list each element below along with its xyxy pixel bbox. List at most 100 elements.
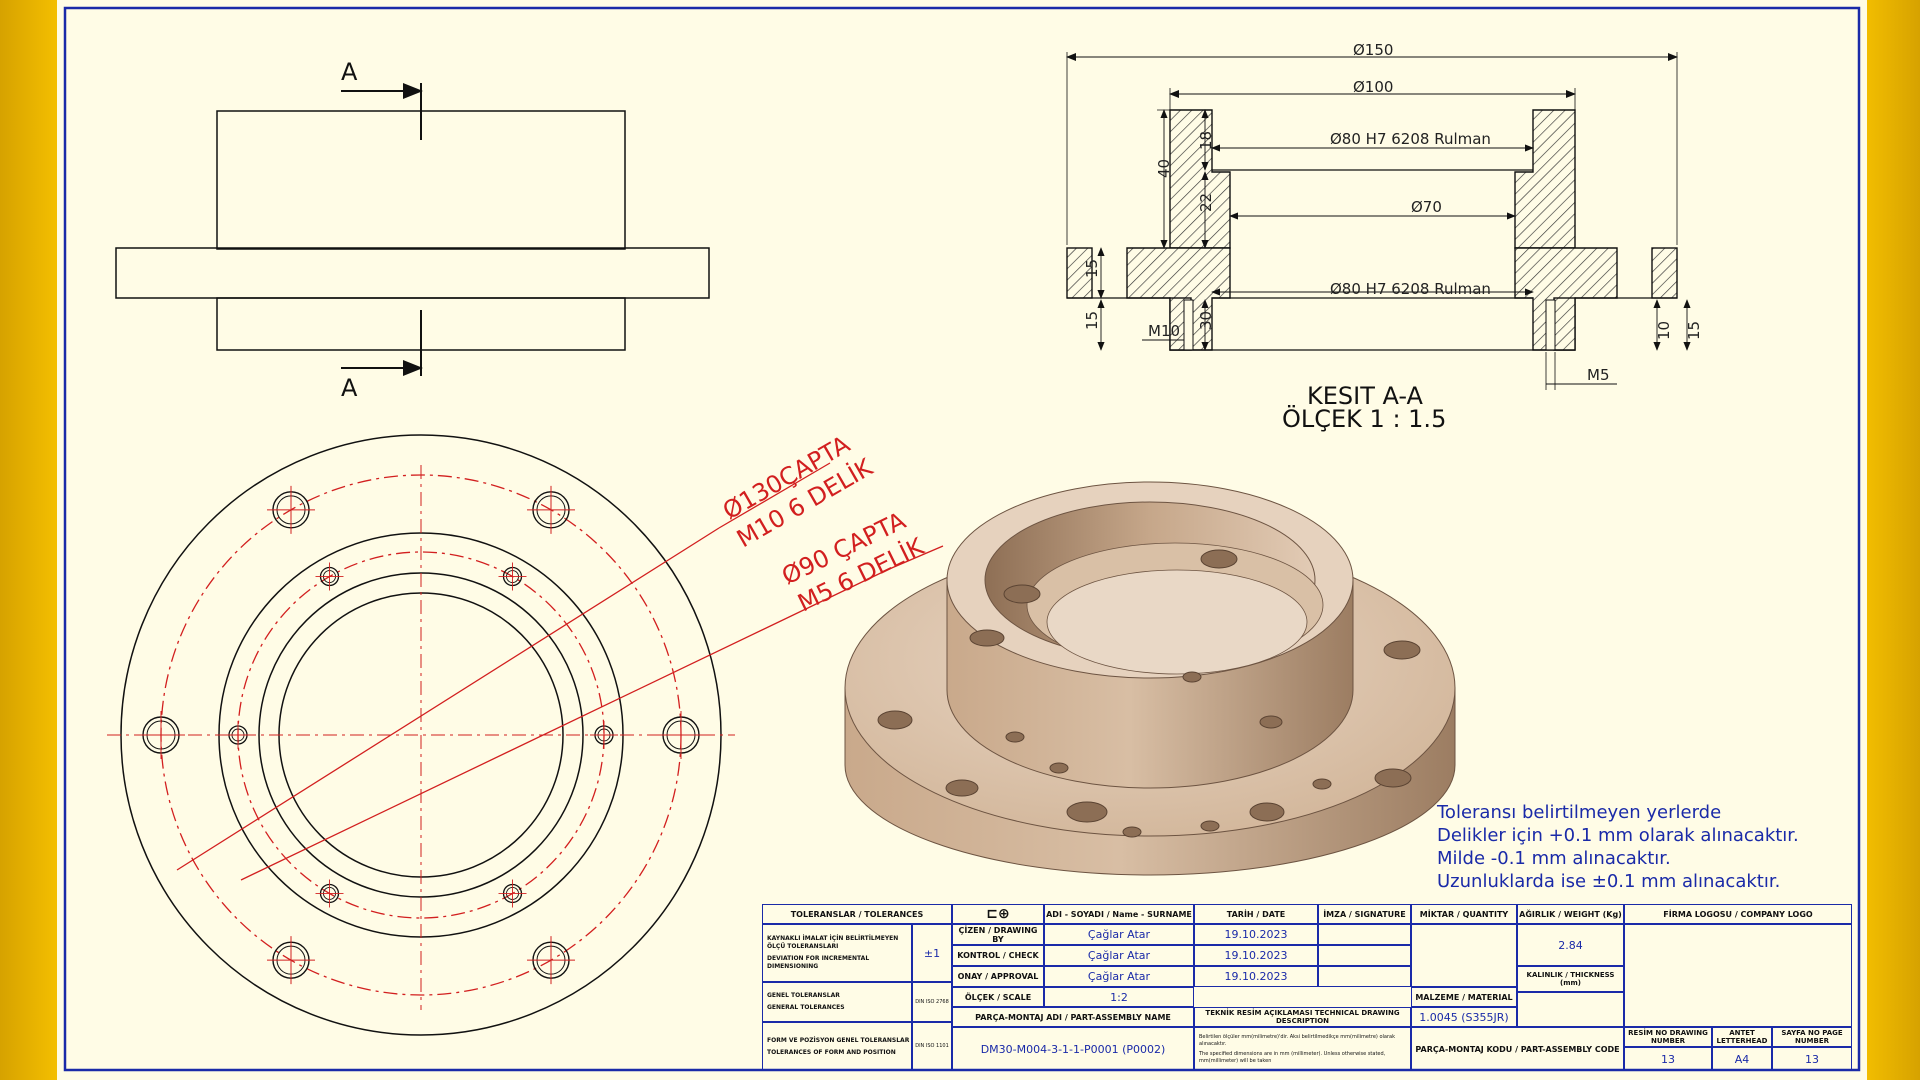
dim-h15a: 15 (1083, 259, 1101, 278)
thickness-label: KALINLIK / THICKNESS (mm) (1517, 966, 1624, 992)
isometric-3d-view (844, 481, 1456, 876)
dim-d80-bottom: Ø80 H7 6208 Rulman (1330, 280, 1491, 298)
scale-label: ÖLÇEK / SCALE (952, 987, 1044, 1007)
iso-hole (1312, 778, 1332, 790)
incremental-label: DEVIATION FOR INCREMENTAL DIMENSIONING (767, 955, 870, 970)
section-label-a-bottom: A (341, 374, 358, 402)
signature-header: İMZA / SIGNATURE (1318, 904, 1411, 924)
part-name-label: PARÇA-MONTAJ ADI / PART-ASSEMBLY NAME (952, 1007, 1194, 1027)
note-line-2: Delikler için +0.1 mm olarak alınacaktır… (1437, 825, 1799, 846)
dim-h18: 18 (1197, 131, 1215, 150)
dim-h40: 40 (1155, 159, 1173, 178)
din-1101: DIN ISO 1101 (912, 1022, 952, 1071)
quantity-value (1411, 924, 1517, 987)
dim-h15b: 15 (1083, 311, 1101, 330)
drawn-by-value: Çağlar Atar (1044, 924, 1194, 945)
dim-h15c: 15 (1685, 321, 1703, 340)
material-label: MALZEME / MATERIAL (1411, 987, 1517, 1007)
iso-hole (1005, 731, 1025, 743)
m5-bolt-holes (224, 562, 618, 908)
m5-hole (315, 879, 344, 908)
signature-drawn (1318, 924, 1411, 945)
date-drawn-value: 19.10.2023 (1194, 924, 1318, 945)
section-scale: ÖLÇEK 1 : 1.5 (1282, 404, 1446, 433)
date-checked-value: 19.10.2023 (1194, 945, 1318, 966)
section-label-a-top: A (341, 58, 358, 86)
projection-symbol-icon: ⊏⊕ (952, 904, 1044, 924)
dim-d80-top: Ø80 H7 6208 Rulman (1330, 130, 1491, 148)
check-label: KONTROL / CHECK (952, 945, 1044, 966)
signature-checked (1318, 945, 1411, 966)
signature-approved (1318, 966, 1411, 987)
quantity-header: MİKTAR / QUANTITY (1411, 904, 1517, 924)
description-en: The specified dimensions are in mm (mill… (1199, 1050, 1386, 1064)
page-number-value: 13 (1772, 1047, 1852, 1071)
dim-h22: 22 (1197, 193, 1215, 212)
m5-hole (315, 562, 344, 591)
drawing-number-value: 13 (1624, 1047, 1712, 1071)
iso-hole (969, 629, 1005, 647)
date-approved-value: 19.10.2023 (1194, 966, 1318, 987)
form-tolerance-tr: FORM VE POZİSYON GENEL TOLERANSLAR (767, 1036, 910, 1044)
scale-value: 1:2 (1044, 987, 1194, 1007)
description-label: TEKNİK RESİM AÇIKLAMASI TECHNICAL DRAWIN… (1194, 1007, 1411, 1027)
section-a-a-view: Ø150 Ø100 Ø80 H7 6208 Rulman Ø70 Ø80 H7 … (1066, 41, 1703, 433)
m10-hole (527, 936, 575, 985)
letterhead-value: A4 (1712, 1047, 1772, 1071)
general-tolerance-tr: GENEL TOLERANSLAR (767, 992, 840, 999)
letterhead-label: ANTET LETTERHEAD (1712, 1027, 1772, 1047)
m5-hole (224, 721, 252, 749)
dim-m10: M10 (1148, 322, 1180, 340)
iso-hole (1200, 820, 1220, 832)
approved-by-value: Çağlar Atar (1044, 966, 1194, 987)
dim-h30: 30 (1197, 311, 1215, 330)
dim-d100: Ø100 (1353, 78, 1393, 96)
approval-label: ONAY / APPROVAL (952, 966, 1044, 987)
din-2768: DIN ISO 2768 (912, 982, 952, 1022)
drawing-number-label: RESİM NO DRAWING NUMBER (1624, 1027, 1712, 1047)
m5-hole (590, 721, 618, 749)
dim-m5: M5 (1587, 366, 1610, 384)
dim-d70: Ø70 (1411, 198, 1442, 216)
thickness-value (1517, 992, 1624, 1027)
tolerance-notes: Toleransı belirtilmeyen yerlerde Delikle… (1436, 802, 1799, 892)
title-block: TOLERANSLAR / TOLERANCES ⊏⊕ ADI - SOYADI… (762, 904, 1852, 1071)
weight-value: 2.84 (1517, 924, 1624, 966)
m5-hole (498, 562, 527, 591)
note-line-3: Milde -0.1 mm alınacaktır. (1437, 848, 1671, 869)
iso-hole (1122, 826, 1142, 838)
drawing-sheet: A A Ø150 Ø100 Ø80 H7 62 (57, 0, 1867, 1080)
drawing-by-label: ÇİZEN / DRAWING BY (952, 924, 1044, 945)
company-logo-area (1624, 924, 1852, 1027)
front-view: A A (115, 58, 710, 402)
iso-hole (1383, 640, 1421, 660)
part-code-label: PARÇA-MONTAJ KODU / PART-ASSEMBLY CODE (1411, 1027, 1624, 1071)
isometric-holes (877, 549, 1421, 838)
material-value: 1.0045 (S355JR) (1411, 1007, 1517, 1027)
form-tolerance-en: TOLERANCES OF FORM AND POSITION (767, 1048, 896, 1056)
m10-hole (657, 711, 705, 759)
section-title: KESIT A-A (1307, 382, 1424, 410)
m5-hole (498, 879, 527, 908)
iso-hole (1003, 584, 1041, 604)
part-name-value: DM30-M004-3-1-1-P0001 (P0002) (952, 1027, 1194, 1071)
iso-hole (1066, 801, 1108, 823)
iso-hole (1249, 802, 1285, 822)
dim-d150: Ø150 (1353, 41, 1393, 59)
m10-hole (267, 485, 315, 534)
checked-by-value: Çağlar Atar (1044, 945, 1194, 966)
page-number-label: SAYFA NO PAGE NUMBER (1772, 1027, 1852, 1047)
name-header: ADI - SOYADI / Name - SURNAME (1044, 904, 1194, 924)
iso-hole (1259, 715, 1283, 729)
iso-hole (1182, 671, 1202, 683)
description-tr: Belirtilen ölçüler mm(milimetre)'dir. Ak… (1199, 1033, 1395, 1047)
technical-drawing-canvas: A A Ø150 Ø100 Ø80 H7 62 (63, 6, 1861, 1072)
tolerance-value: ±1 (912, 924, 952, 982)
m10-hole (527, 485, 575, 534)
date-header: TARİH / DATE (1194, 904, 1318, 924)
iso-hole (1200, 549, 1238, 569)
dim-h10: 10 (1655, 321, 1673, 340)
iso-hole (945, 779, 979, 797)
m10-hole (267, 936, 315, 985)
iso-hole (1374, 768, 1412, 788)
